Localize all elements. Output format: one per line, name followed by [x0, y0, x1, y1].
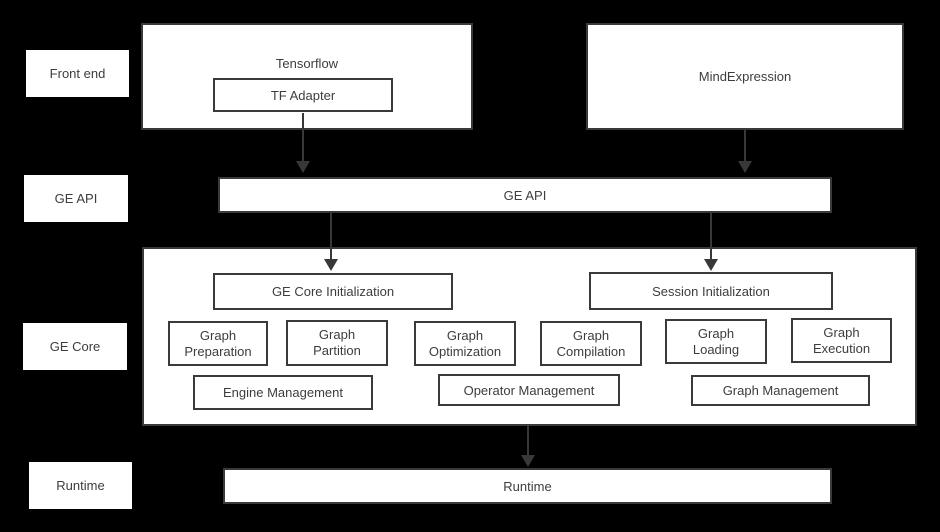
- graph-partition-label-line2: Partition: [313, 343, 361, 358]
- ge-core-initialization-box: GE Core Initialization: [213, 273, 453, 310]
- mindexpression-label: MindExpression: [698, 69, 792, 84]
- arrow-head: [704, 259, 718, 271]
- graph-execution-label-line2: Execution: [812, 340, 871, 356]
- arrow-shaft: [330, 213, 332, 260]
- graph-execution-label-line1: Graph: [823, 324, 860, 340]
- arrow-ge-api-to-session-initialization: [704, 213, 718, 271]
- ge-core-initialization-label: GE Core Initialization: [271, 284, 395, 299]
- graph-optimization-box: Graph Optimization: [414, 321, 516, 366]
- arrow-shaft: [744, 130, 746, 162]
- ge-api-bar: GE API: [218, 177, 832, 213]
- session-initialization-box: Session Initialization: [589, 272, 833, 310]
- operator-management-box: Operator Management: [438, 374, 620, 406]
- ge-api-bar-label: GE API: [503, 187, 547, 203]
- graph-preparation-label-line2: Preparation: [184, 343, 252, 359]
- arrow-shaft: [527, 426, 529, 456]
- graph-management-box: Graph Management: [691, 375, 870, 406]
- tf-adapter-box: TF Adapter: [213, 78, 393, 112]
- tf-adapter-label: TF Adapter: [270, 87, 336, 103]
- arrow-ge-core-to-runtime: [521, 426, 535, 467]
- arrow-ge-api-to-ge-core-initialization: [324, 213, 338, 271]
- arrow-tensorflow-to-ge-api: [296, 113, 310, 173]
- arrow-head: [738, 161, 752, 173]
- tensorflow-box: Tensorflow TF Adapter: [141, 23, 473, 130]
- ge-core-box: GE Core Initialization Session Initializ…: [142, 247, 917, 426]
- graph-compilation-box: Graph Compilation: [540, 321, 642, 366]
- runtime-bar-label: Runtime: [503, 478, 552, 494]
- row-label-runtime: Runtime: [29, 462, 132, 509]
- row-label-ge-api: GE API: [24, 175, 128, 222]
- graph-management-label: Graph Management: [722, 383, 839, 398]
- tensorflow-label: Tensorflow: [275, 56, 339, 71]
- row-label-front-end: Front end: [26, 50, 129, 97]
- engine-management-label: Engine Management: [223, 385, 343, 400]
- runtime-bar: Runtime: [223, 468, 832, 504]
- mindexpression-box: MindExpression: [586, 23, 904, 130]
- arrow-head: [521, 455, 535, 467]
- graph-partition-label-line1: Graph: [318, 327, 356, 342]
- arrow-mindexpression-to-ge-api: [738, 130, 752, 173]
- graph-optimization-label-line1: Graph: [446, 327, 484, 343]
- graph-loading-label-line1: Graph: [697, 325, 735, 341]
- graph-compilation-label-line1: Graph: [572, 327, 610, 343]
- graph-optimization-label-line2: Optimization: [428, 343, 502, 359]
- graph-preparation-label-line1: Graph: [199, 327, 237, 343]
- graph-partition-box: Graph Partition: [286, 320, 388, 366]
- arrow-head: [324, 259, 338, 271]
- arrow-head: [296, 161, 310, 173]
- graph-loading-box: Graph Loading: [665, 319, 767, 364]
- operator-management-label: Operator Management: [463, 382, 595, 398]
- graph-execution-box: Graph Execution: [791, 318, 892, 363]
- graph-loading-label-line2: Loading: [692, 341, 740, 357]
- graph-preparation-box: Graph Preparation: [168, 321, 268, 366]
- arrow-shaft: [710, 213, 712, 260]
- engine-management-box: Engine Management: [193, 375, 373, 410]
- session-initialization-label: Session Initialization: [652, 283, 770, 299]
- row-label-ge-core: GE Core: [23, 323, 127, 370]
- arrow-shaft: [302, 113, 304, 162]
- graph-compilation-label-line2: Compilation: [556, 343, 626, 359]
